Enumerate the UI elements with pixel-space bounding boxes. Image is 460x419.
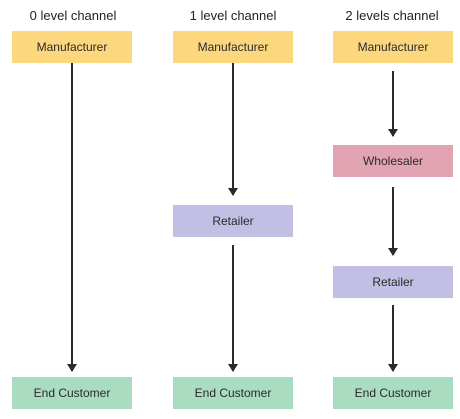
node-manufacturer-1-level: Manufacturer [173, 31, 293, 63]
node-manufacturer-0-level: Manufacturer [12, 31, 132, 63]
arrow-1-level-manufacturer-to-retailer [228, 63, 238, 196]
node-end-customer-1-level: End Customer [173, 377, 293, 409]
column-title-2-levels: 2 levels channel [345, 8, 439, 23]
arrow-2-levels-retailer-to-customer [388, 305, 398, 372]
node-retailer-2-levels: Retailer [333, 266, 453, 298]
arrow-0-level-manufacturer-to-customer [67, 63, 77, 372]
node-wholesaler-2-levels: Wholesaler [333, 145, 453, 177]
node-retailer-1-level: Retailer [173, 205, 293, 237]
column-title-1-level: 1 level channel [189, 8, 277, 23]
node-manufacturer-2-levels: Manufacturer [333, 31, 453, 63]
node-end-customer-2-levels: End Customer [333, 377, 453, 409]
arrow-2-levels-manufacturer-to-wholesaler [388, 71, 398, 137]
node-end-customer-0-level: End Customer [12, 377, 132, 409]
column-title-0-level: 0 level channel [29, 8, 117, 23]
arrow-2-levels-wholesaler-to-retailer [388, 187, 398, 256]
arrow-1-level-retailer-to-customer [228, 245, 238, 372]
